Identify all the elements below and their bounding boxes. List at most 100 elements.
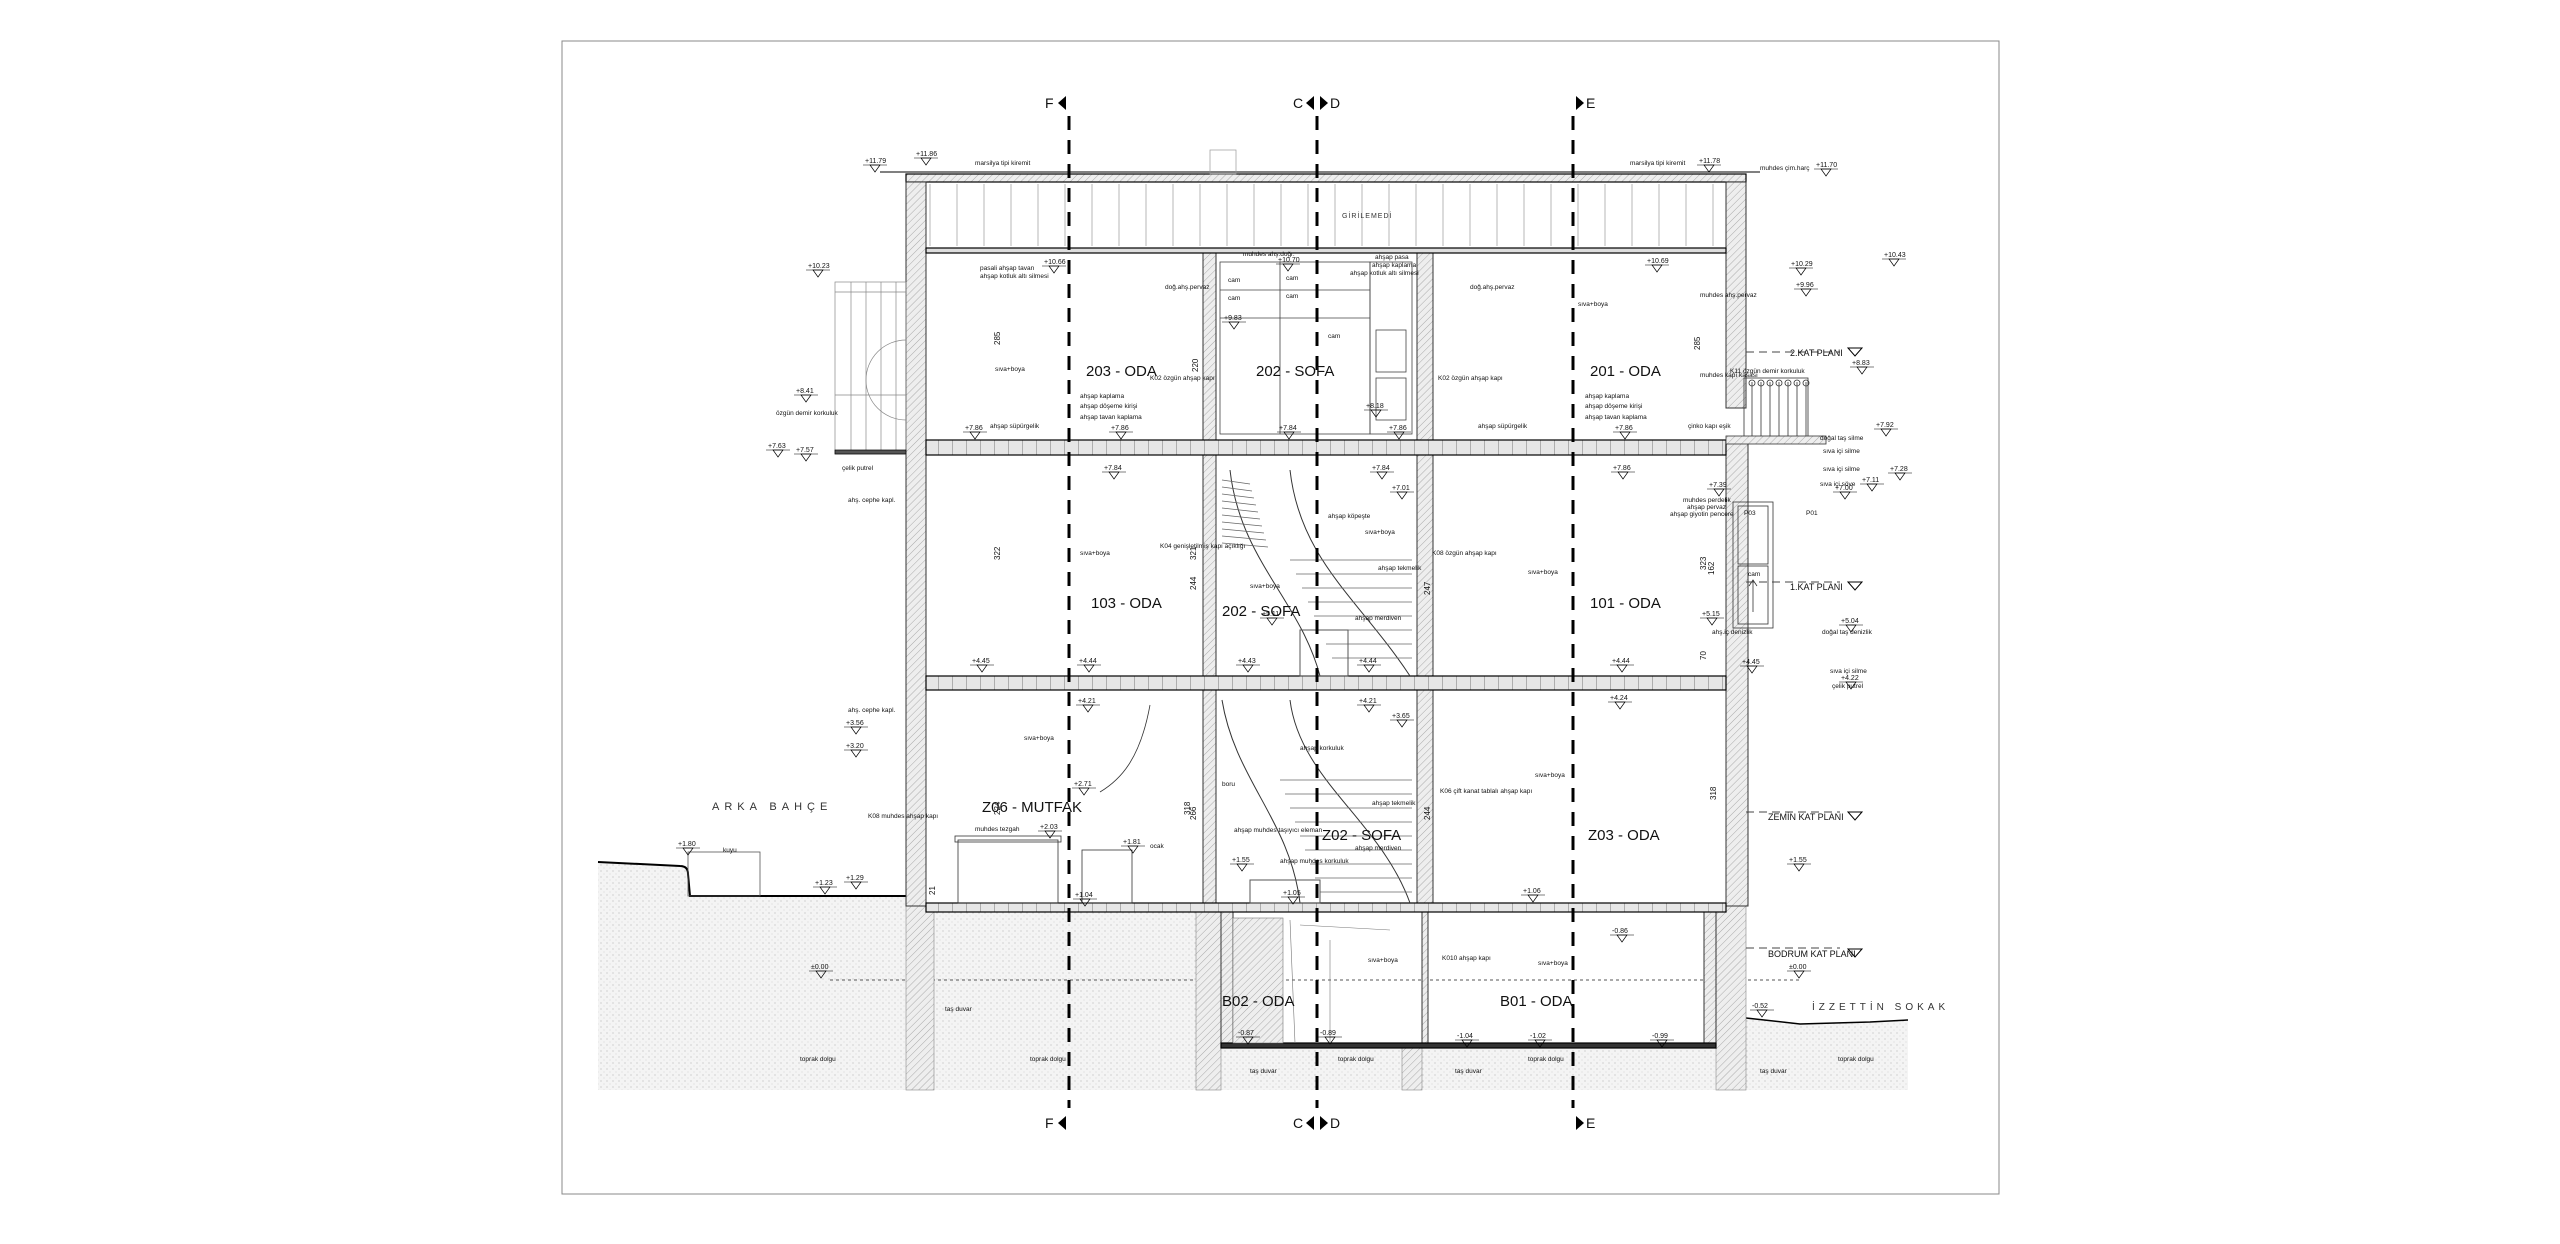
annotation-note: muhdes çim.harç xyxy=(1760,165,1810,172)
section-label: C xyxy=(1293,95,1303,111)
elevation-value: +3.65 xyxy=(1392,713,1410,720)
elevation-triangle-icon xyxy=(850,881,862,890)
annotation-note: çelik putrel xyxy=(842,465,874,472)
annotation-note: özgün demir korkuluk xyxy=(776,410,839,417)
annotation-note: taş duvar xyxy=(1455,1068,1483,1075)
dimension-value: 285 xyxy=(1693,336,1702,350)
elevation-marker: +9.83 xyxy=(1222,315,1246,330)
annotation-note: doğal taş denizlik xyxy=(1822,629,1873,636)
elevation-marker: +4.45 xyxy=(1740,659,1764,674)
section-arrow-icon xyxy=(1320,96,1328,110)
elevation-triangle-icon xyxy=(1793,970,1805,979)
elevation-value: +7.84 xyxy=(1372,465,1390,472)
dimension-value: 285 xyxy=(993,331,1002,345)
annotation-note: ahşap kaplama xyxy=(1080,393,1124,400)
elevation-value: +10.43 xyxy=(1884,252,1906,259)
elevation-value: ±0.00 xyxy=(811,964,829,971)
elevation-value: +1.04 xyxy=(1075,892,1093,899)
elevation-value: +1.29 xyxy=(846,875,864,882)
annotation-note: K010 ahşap kapı xyxy=(1442,955,1491,962)
elevation-triangle-icon xyxy=(1651,264,1663,273)
elevation-triangle-icon xyxy=(1795,267,1807,276)
elevation-triangle-icon xyxy=(1845,624,1857,633)
section-marker-c-top: C xyxy=(1293,95,1314,111)
dimension-value: 21 xyxy=(928,886,937,895)
elevation-triangle-icon xyxy=(1242,1036,1254,1045)
elevation-triangle-icon xyxy=(1617,471,1629,480)
section-marker-e-top: E xyxy=(1576,95,1595,111)
sash-window-p03 xyxy=(1732,501,1774,629)
dimension-value: 318 xyxy=(1183,801,1192,815)
elevation-triangle-icon xyxy=(1619,431,1631,440)
annotation-note: K11 özgün demir korkuluk xyxy=(1730,368,1805,375)
annotation-note: toprak dolgu xyxy=(1528,1056,1564,1063)
elevation-value: +10.29 xyxy=(1791,261,1813,268)
elevation-value: +7.86 xyxy=(1111,425,1129,432)
annotation-note: ahşap giyotin pencere xyxy=(1670,511,1734,518)
level-triangle-icon xyxy=(1846,948,1864,958)
elevation-marker: +7.84 xyxy=(1277,425,1301,440)
annotation-note: muhdes tezgah xyxy=(975,826,1020,833)
elevation-value: +8.18 xyxy=(1366,403,1384,410)
elevation-marker: +7.39 xyxy=(1707,482,1731,497)
elevation-triangle-icon xyxy=(800,394,812,403)
elevation-triangle-icon xyxy=(682,847,694,856)
elevation-marker: +1.04 xyxy=(1073,892,1097,907)
annotation-note: P01 xyxy=(1806,510,1818,517)
elevation-value: +1.55 xyxy=(1232,857,1250,864)
elevation-value: +7.57 xyxy=(796,447,814,454)
elevation-triangle-icon xyxy=(1856,366,1868,375)
elevation-triangle-icon xyxy=(1287,896,1299,905)
elevation-value: +7.86 xyxy=(1613,465,1631,472)
section-arrow-icon xyxy=(1576,1116,1584,1130)
annotation-note: ahşap muhdes taşıyıcı eleman xyxy=(1234,827,1323,834)
elevation-value: +2.71 xyxy=(1074,781,1092,788)
section-label: F xyxy=(1045,95,1054,111)
section-marker-c-bottom: C xyxy=(1293,1115,1314,1131)
floor-level-label: ZEMİN KAT PLANI xyxy=(1768,812,1844,822)
annotation-note: boru xyxy=(1222,781,1235,788)
street-label: İZZETTİN SOKAK xyxy=(1812,1000,1949,1013)
elevation-marker: +3.56 xyxy=(844,720,868,735)
elevation-marker: ±0.00 xyxy=(809,964,833,979)
elevation-value: +7.84 xyxy=(1104,465,1122,472)
elevation-value: +1.23 xyxy=(815,880,833,887)
elevation-marker: +10.70 xyxy=(1276,257,1300,272)
annotation-note: kuyu xyxy=(723,847,737,854)
elevation-value: +7.28 xyxy=(1890,466,1908,473)
dimension-value: 224 xyxy=(993,801,1002,815)
annotation-note: doğ.ahş.pervaz xyxy=(1165,284,1209,291)
annotation-note: sıva+boya xyxy=(995,366,1025,373)
annotation-note: sıva+boya xyxy=(1365,529,1395,536)
elevation-triangle-icon xyxy=(1866,483,1878,492)
annotation-note: K04 genişletilmiş kapı açıklığı xyxy=(1160,543,1245,550)
elevation-value: +4.24 xyxy=(1610,695,1628,702)
elevation-marker: +10.66 xyxy=(1042,259,1066,274)
elevation-triangle-icon xyxy=(1820,168,1832,177)
floor-level-marker: 2.KAT PLANI xyxy=(1790,347,1864,358)
annotation-note: ahşap tekmelik xyxy=(1378,565,1422,572)
elevation-marker: +4.44 xyxy=(1077,658,1101,673)
elevation-triangle-icon xyxy=(869,164,881,173)
elevation-value: +11.70 xyxy=(1816,162,1837,169)
section-arrow-icon xyxy=(1058,96,1066,110)
annotation-note: muhdes ahş.doğr. xyxy=(1243,251,1295,258)
elevation-value: +8.41 xyxy=(796,388,814,395)
elevation-triangle-icon xyxy=(1228,321,1240,330)
elevation-marker: +2.71 xyxy=(1072,781,1096,796)
annotation-note: ahşap tavan kaplama xyxy=(1585,414,1647,421)
elevation-triangle-icon xyxy=(1894,472,1906,481)
elevation-marker: +10.23 xyxy=(806,263,830,278)
elevation-triangle-icon xyxy=(1396,491,1408,500)
elevation-triangle-icon xyxy=(1108,471,1120,480)
annotation-note: muhdes ahş.pervaz xyxy=(1700,292,1757,299)
elevation-value: +1.55 xyxy=(1789,857,1807,864)
elevation-marker: +7.92 xyxy=(1874,422,1898,437)
annotation-note: doğal taş silme xyxy=(1820,435,1864,442)
section-label: D xyxy=(1330,1115,1340,1131)
elevation-triangle-icon xyxy=(1115,431,1127,440)
annotation-note: pasali ahşap tavan xyxy=(980,265,1035,272)
elevation-triangle-icon xyxy=(1127,845,1139,854)
elevation-triangle-icon xyxy=(1713,488,1725,497)
annotation-note: ahşap merdiven xyxy=(1355,615,1402,622)
